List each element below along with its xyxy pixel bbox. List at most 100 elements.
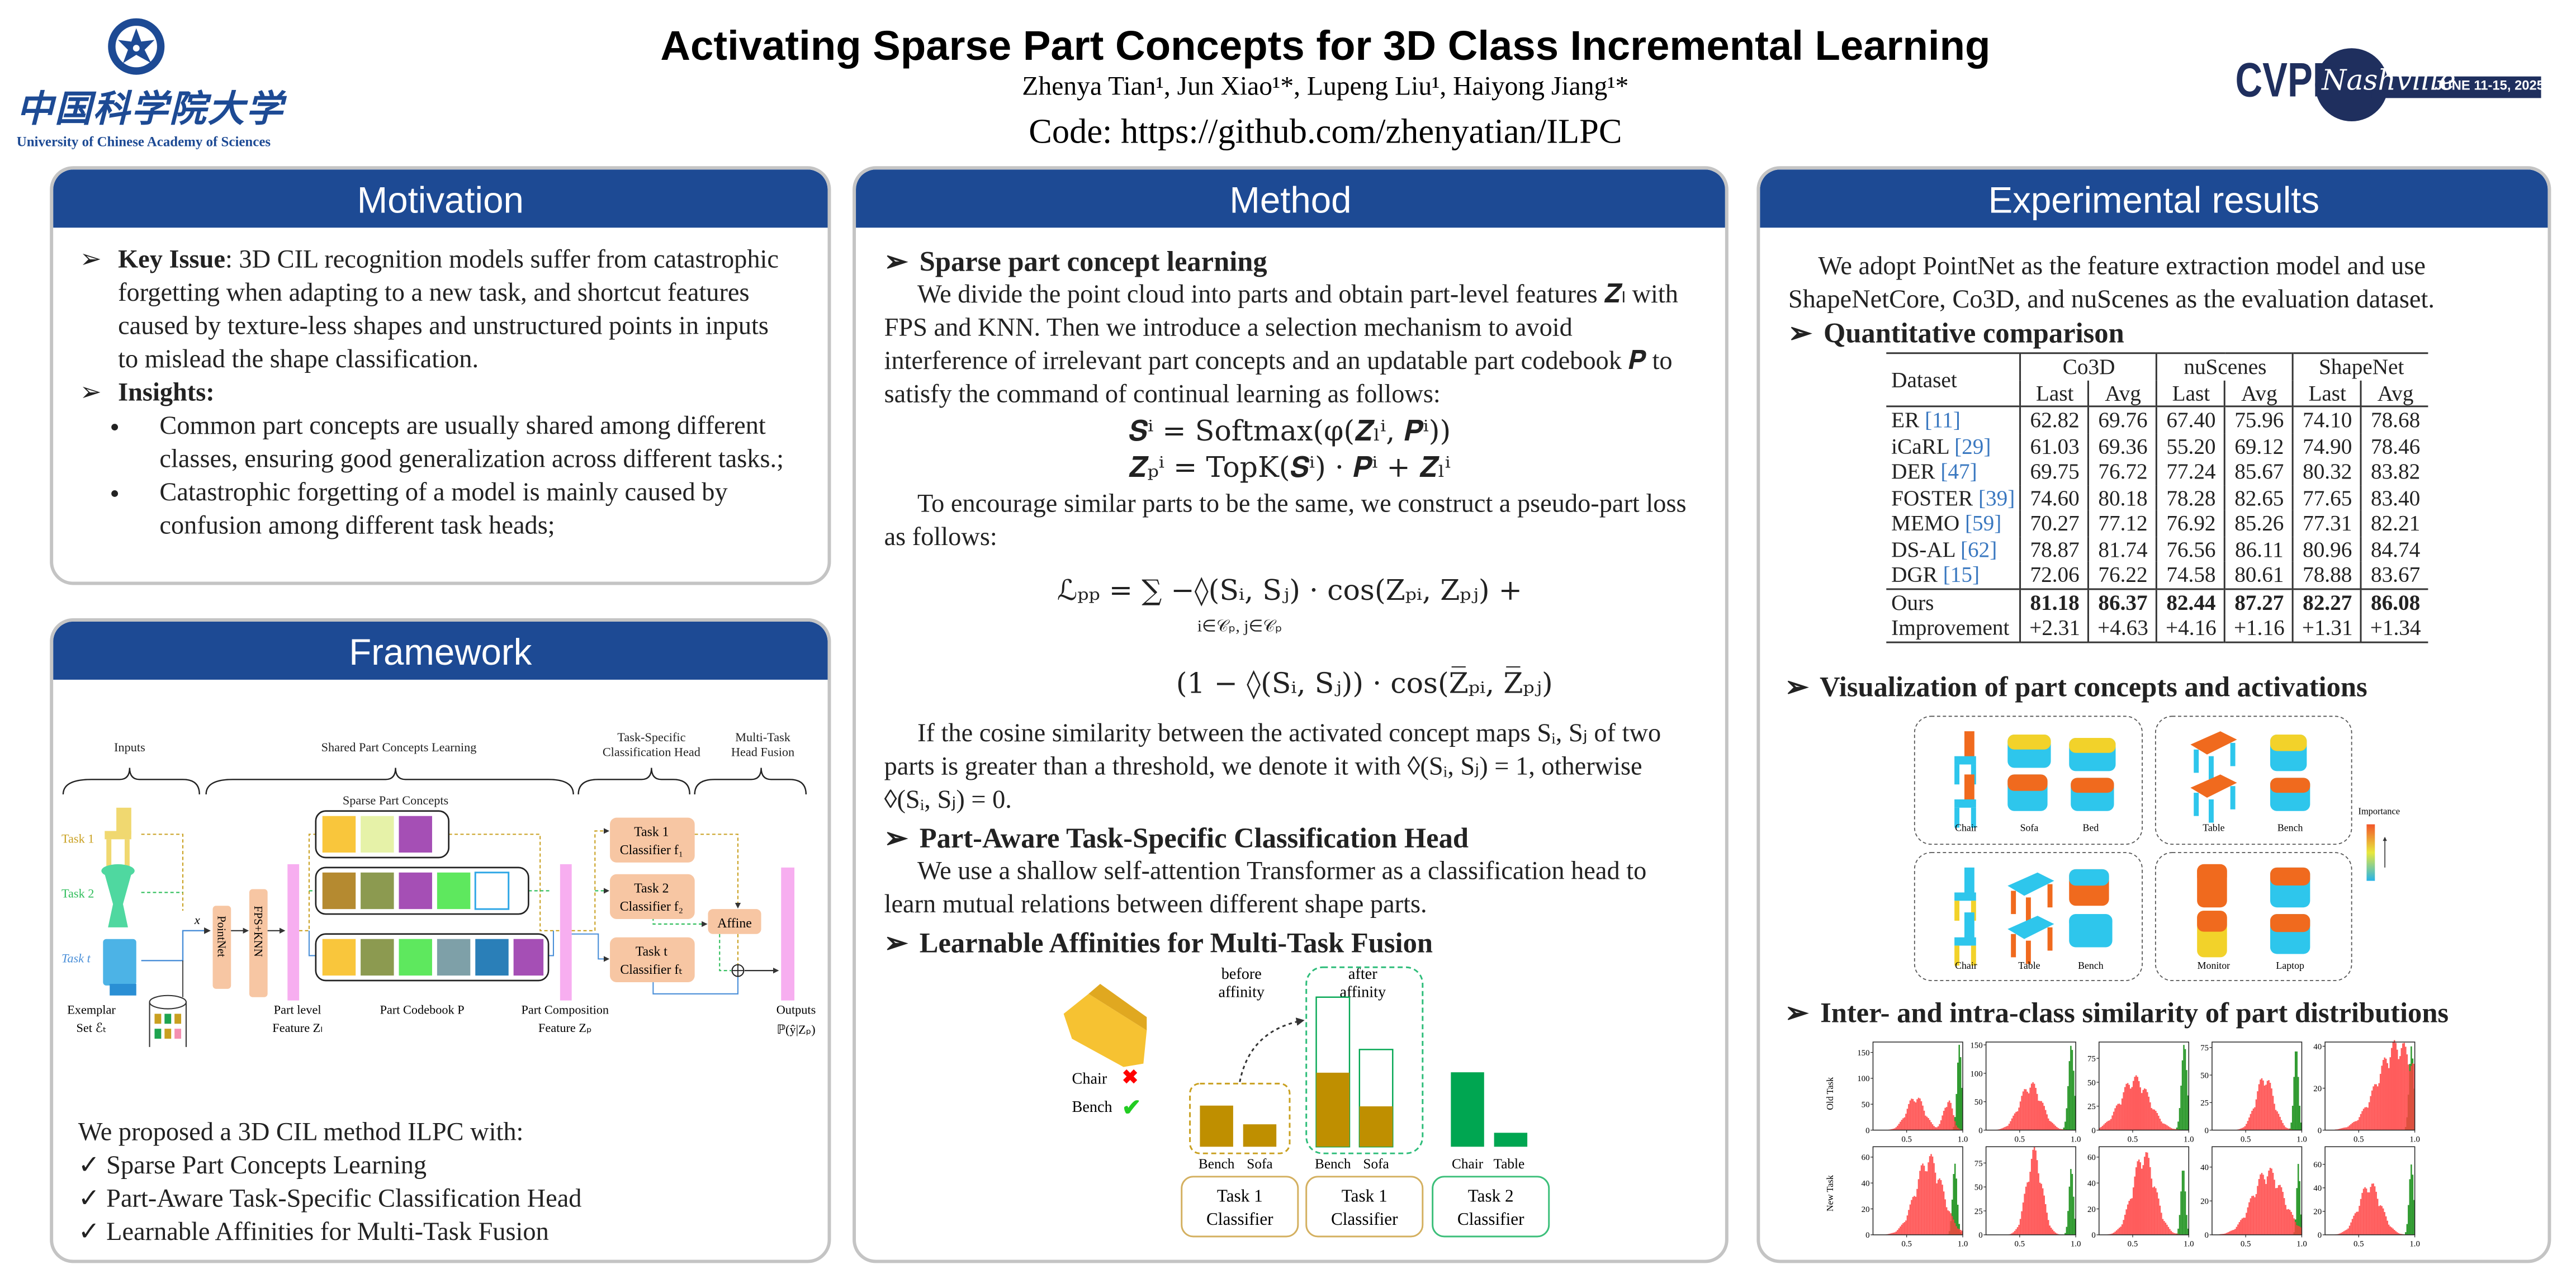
hist-bar-green: [2180, 1086, 2182, 1130]
table-top: [2007, 872, 2054, 896]
citation-link[interactable]: [62]: [1960, 536, 1997, 561]
hist-bar-red: [2236, 1227, 2238, 1235]
vis-label: Table: [2018, 960, 2040, 971]
citation-link[interactable]: [29]: [1954, 433, 1991, 458]
hist-bar-green: [2183, 1045, 2185, 1130]
motivation-header: Motivation: [53, 169, 828, 228]
value-cell: 70.27: [2020, 510, 2089, 536]
hist-bar-red: [2354, 1121, 2356, 1130]
dates-text: JUNE 11-15, 2025: [2435, 78, 2544, 93]
affinity-figure: Chair ✖ Bench ✔ before affinity after af…: [1063, 965, 1550, 1238]
hist-bar-red: [2016, 1111, 2019, 1130]
value-cell: 55.20: [2156, 433, 2225, 459]
hist-bar-red: [2152, 1109, 2154, 1130]
citation-link[interactable]: [47]: [1940, 458, 1977, 484]
citation-link[interactable]: [11]: [1925, 407, 1961, 432]
hist-bar-green: [2296, 1051, 2298, 1130]
hist-bar-green: [1961, 1088, 1963, 1130]
citation-link[interactable]: [15]: [1943, 561, 1980, 587]
table-row: Improvement+2.31+4.63+4.16+1.16+1.31+1.3…: [1886, 614, 2429, 642]
hist-bar-red: [2255, 1194, 2257, 1235]
hist-bar-red: [2135, 1075, 2137, 1130]
code-link[interactable]: Code: https://github.com/zhenyatian/ILPC: [1029, 111, 1622, 151]
hist-bar-red: [2145, 1152, 2147, 1235]
hist-bar-green: [1953, 1174, 1954, 1235]
table-model-icon: [2007, 916, 2054, 964]
hist-bar-red: [2409, 1071, 2411, 1130]
y-tick-label: 50: [1974, 1183, 1983, 1192]
hist-bar-red: [1928, 1162, 1929, 1235]
hist-bar-red: [2035, 1150, 2037, 1235]
label-exemplar-set: Set ℰₜ: [76, 1021, 106, 1035]
hist-bar-red: [2148, 1158, 2150, 1235]
laptop-model-icon-part: [2270, 914, 2310, 932]
table-leg: [2011, 891, 2016, 915]
hist-bar-red: [2051, 1228, 2052, 1235]
hist-bar-red: [1890, 1233, 1892, 1235]
hist-bar-red: [2286, 1209, 2288, 1235]
hist-bar-green: [2074, 1096, 2076, 1130]
hist-bar-red: [2099, 1128, 2101, 1130]
hist-bar-red: [2008, 1124, 2010, 1130]
value-cell: 78.28: [2156, 484, 2225, 510]
value-cell: 80.61: [2224, 561, 2294, 589]
hist-bar-red: [2262, 1080, 2264, 1130]
value-cell: 80.96: [2292, 536, 2362, 562]
summary-item-text: Part-Aware Task-Specific Classification …: [106, 1185, 582, 1214]
hist-bar-red: [1909, 1204, 1911, 1235]
hist-bar-red: [2036, 1160, 2038, 1235]
hist-bar-red: [2348, 1225, 2351, 1235]
classifier-label: Classifier: [1206, 1209, 1273, 1229]
y-tick-label: 0: [2318, 1231, 2322, 1240]
hist-bar-red: [1914, 1196, 1915, 1235]
hist-bar-red: [2151, 1108, 2153, 1130]
ucas-chinese-name: 中国科学院大学: [16, 88, 285, 131]
hist-bar-red: [1950, 1102, 1952, 1130]
label-multi-task: Multi-Task: [735, 730, 791, 744]
chair-leg: [1971, 901, 1976, 921]
hist-bar-red: [2293, 1218, 2295, 1235]
concept-row-1: [315, 810, 450, 859]
hist-bar-red: [1959, 1229, 1962, 1235]
hist-bar-green: [2064, 1121, 2066, 1130]
bed-model-icon: [2069, 737, 2116, 771]
method-cell: Improvement: [1891, 614, 2010, 640]
hist-bar-red: [1922, 1105, 1924, 1130]
value-cell: +1.34: [2360, 614, 2429, 642]
hist-bar-red: [2299, 1226, 2300, 1235]
hist-bar-red: [2272, 1096, 2274, 1130]
hist-bar-red: [2388, 1224, 2390, 1235]
arrow-bullet-icon: ➢: [1784, 997, 1809, 1029]
hist-bar-green: [2184, 1049, 2186, 1130]
hist-bar-red: [1934, 1127, 1936, 1130]
hist-bar-red: [2053, 1231, 2055, 1235]
hist-bar-green: [2066, 1227, 2068, 1235]
hist-bar-green: [2181, 1171, 2184, 1235]
hist-bar-red: [1895, 1231, 1897, 1235]
hist-bar-red: [2134, 1077, 2135, 1130]
hist-bar-green: [2074, 1218, 2076, 1235]
hist-bar-red: [1958, 1229, 1960, 1235]
method-paragraph-3: If the cosine similarity between the act…: [884, 719, 1661, 815]
hist-bar-red: [2007, 1125, 2009, 1130]
hist-bar-red: [2120, 1227, 2122, 1235]
hist-bar-red: [2277, 1114, 2280, 1130]
hist-bar-red: [2015, 1229, 2017, 1235]
method-cell: Ours: [1891, 589, 1934, 614]
x-tick-label: 0.5: [2015, 1135, 2025, 1144]
value-cell: 72.06: [2020, 561, 2089, 589]
hist-bar-red: [1915, 1196, 1917, 1235]
task1-classifier-after: [1305, 1176, 1424, 1238]
hist-bar-red: [2137, 1161, 2139, 1235]
bench-model-icon-part: [2069, 869, 2109, 886]
hist-bar-red: [2250, 1114, 2252, 1130]
hist-bar-red: [2342, 1232, 2343, 1235]
citation-link[interactable]: [39]: [1978, 484, 2015, 510]
citation-link[interactable]: [59]: [1964, 510, 2002, 536]
hist-bar-red: [2052, 1123, 2054, 1130]
hist-bar-red: [1919, 1171, 1921, 1235]
hist-bar-red: [2059, 1129, 2061, 1130]
hist-bar-red: [2339, 1233, 2341, 1235]
hist-bar-red: [2362, 1109, 2365, 1130]
bench-model-icon: [2270, 778, 2310, 811]
